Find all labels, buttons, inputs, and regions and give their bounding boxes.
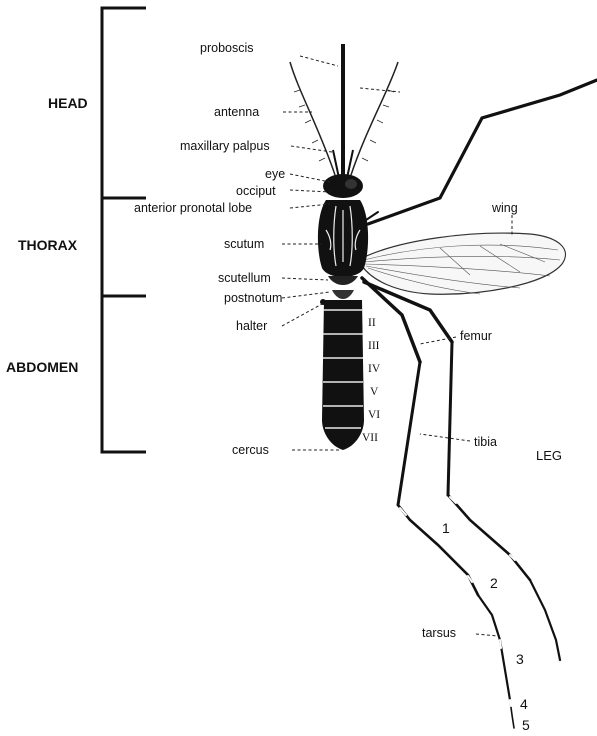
label-maxillary-palpus: maxillary palpus <box>180 139 270 153</box>
abdominal-segment-label: VI <box>368 409 380 421</box>
region-head: HEAD <box>48 95 88 111</box>
leader-lines <box>282 56 512 636</box>
tarsal-segment-label: 3 <box>516 651 524 667</box>
label-anterior-pronotal-lobe: anterior pronotal lobe <box>134 201 252 215</box>
label-wing: wing <box>491 201 518 215</box>
tarsal-segment-label: 2 <box>490 575 498 591</box>
tarsal-segment-label: 5 <box>522 717 530 733</box>
tarsal-segment-label: 4 <box>520 696 528 712</box>
wing-shape <box>362 233 565 294</box>
label-cercus: cercus <box>232 443 269 457</box>
label-tarsus: tarsus <box>422 626 456 640</box>
abdominal-segment-label: II <box>368 317 376 329</box>
label-leg: LEG <box>536 448 562 463</box>
abdominal-segment-labels: II III IV V VI VII <box>362 317 381 444</box>
label-proboscis: proboscis <box>200 41 254 55</box>
label-femur: femur <box>460 329 492 343</box>
abdominal-segment-label: V <box>370 386 379 398</box>
label-scutum: scutum <box>224 237 264 251</box>
label-tibia: tibia <box>474 435 497 449</box>
abdominal-segment-label: IV <box>368 363 381 375</box>
label-postnotum: postnotum <box>224 291 282 305</box>
region-thorax: THORAX <box>18 237 78 253</box>
label-scutellum: scutellum <box>218 271 271 285</box>
abdominal-segment-label: III <box>368 340 380 352</box>
region-brackets <box>102 8 146 452</box>
label-occiput: occiput <box>236 184 276 198</box>
legs <box>362 80 597 728</box>
mosquito-body <box>290 44 398 450</box>
label-eye: eye <box>265 167 285 181</box>
label-antenna: antenna <box>214 105 259 119</box>
label-halter: halter <box>236 319 267 333</box>
abdominal-segment-label: VII <box>362 432 378 444</box>
region-abdomen: ABDOMEN <box>6 359 78 375</box>
tarsal-segment-label: 1 <box>442 520 450 536</box>
